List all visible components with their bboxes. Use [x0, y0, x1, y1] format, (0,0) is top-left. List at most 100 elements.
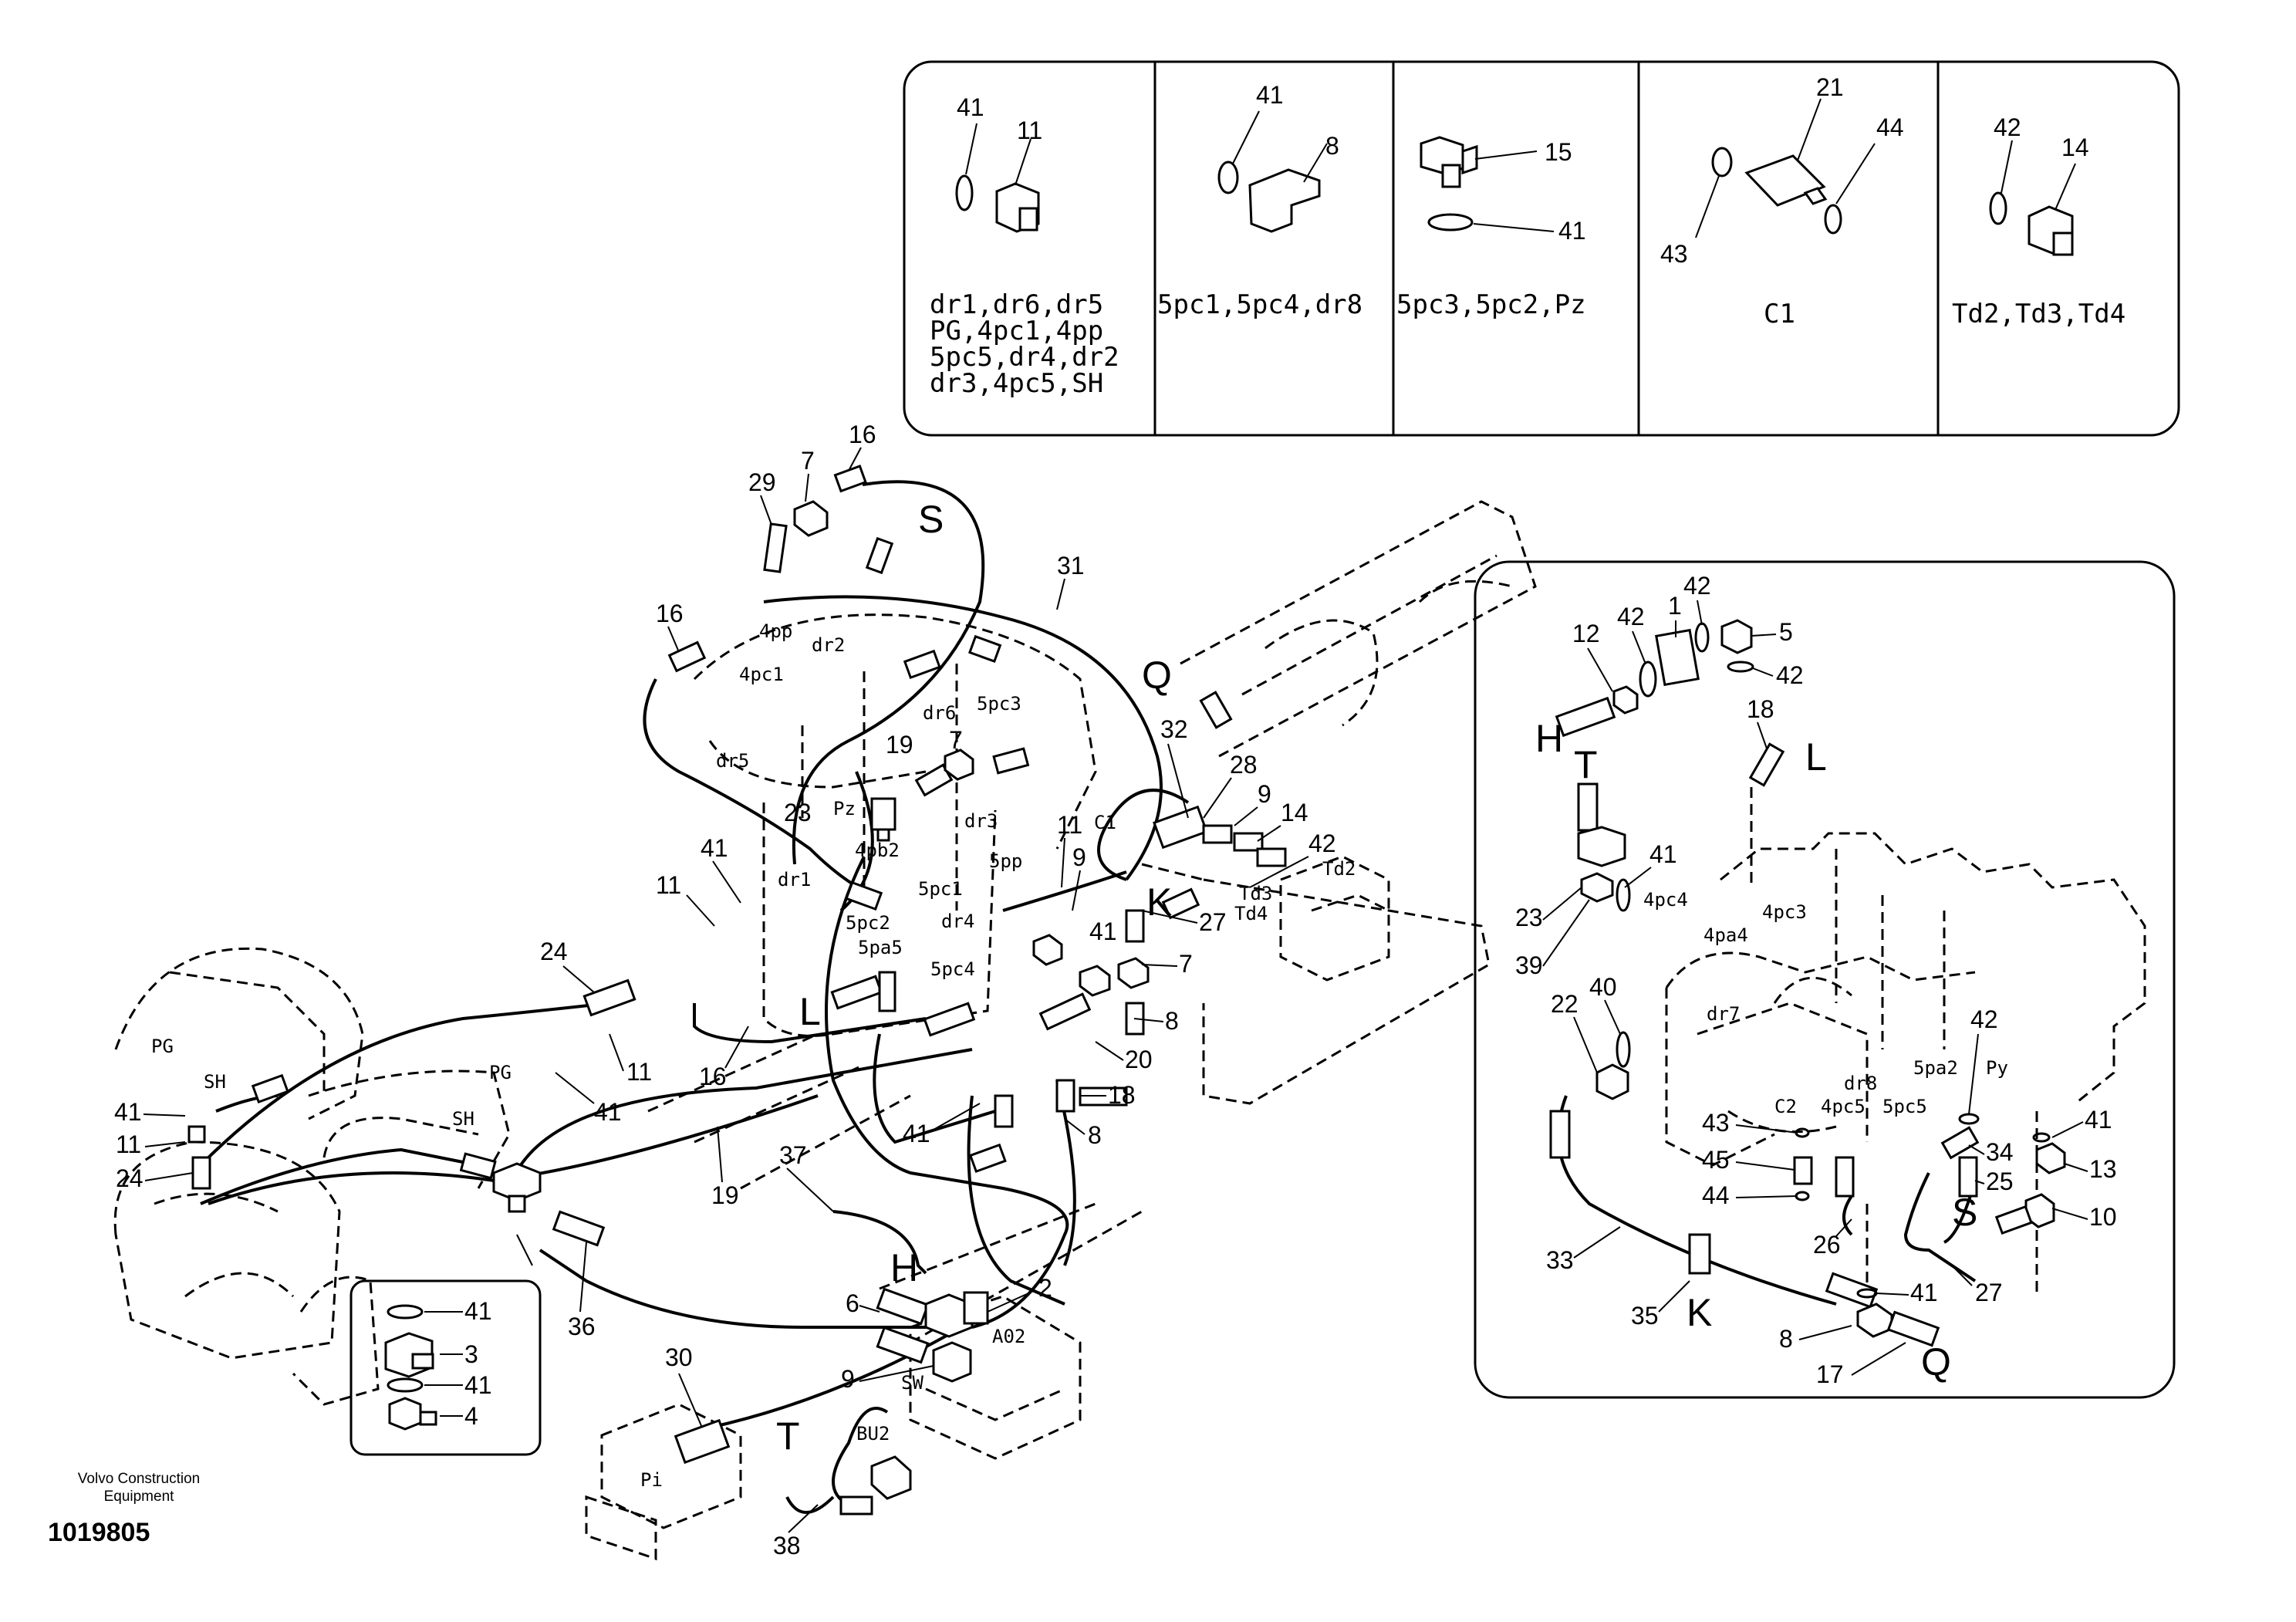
inset-connection-letters: H T L S K Q	[1535, 717, 1977, 1384]
background-components	[113, 500, 1537, 1561]
inset-port-labels: 4pc4 4pa4 4pc3 dr7 dr8 4pc5 5pc5 5pa2 Py…	[1643, 889, 2008, 1117]
hose-end-fitting	[1125, 909, 1145, 943]
callout-24-far-left: 24	[116, 1164, 144, 1192]
credit-line-1: Volvo Construction	[77, 1471, 201, 1487]
detail-box-parts-3-4	[349, 1234, 542, 1456]
port-label: Td2	[1322, 858, 1356, 880]
inset-port-label: dr7	[1707, 1003, 1740, 1025]
callout-29: 29	[748, 468, 776, 496]
legend-4-ports-line-1: C1	[1764, 299, 1795, 329]
hose-end-fitting	[865, 536, 894, 575]
port-label: dr4	[941, 911, 974, 932]
legend-3-part-a: 15	[1545, 138, 1572, 166]
hose-end-fitting	[878, 971, 896, 1012]
inset-port-label: 5pc5	[1882, 1096, 1927, 1117]
port-label: Td4	[1234, 903, 1268, 924]
port-label: Td3	[1239, 883, 1272, 904]
port-label: 4pp	[759, 620, 792, 642]
hose-end-fitting	[992, 747, 1030, 775]
callout-16-top: 16	[849, 421, 876, 448]
inset-callout-39: 39	[1515, 951, 1543, 979]
legend-5-part-a: 42	[1994, 113, 2021, 141]
inset-callout-42a: 42	[1617, 603, 1645, 630]
inset-port-label: 5pa2	[1913, 1057, 1958, 1079]
inset-callout-41: 41	[1649, 840, 1677, 868]
hose-end-fitting	[923, 1002, 976, 1037]
legend-2-part-a: 41	[1256, 81, 1284, 109]
port-label: C1	[1094, 812, 1116, 833]
hose-lines	[199, 480, 1190, 1514]
inset-callouts: 12 42 1 42 5 42 18 23 41 39 22 40 42	[1515, 572, 2117, 1388]
inset-callout-44: 44	[1702, 1181, 1730, 1209]
inset-callout-10: 10	[2089, 1203, 2117, 1231]
inset-connection-letter-t: T	[1574, 743, 1598, 786]
inset-port-label: dr8	[1844, 1073, 1877, 1094]
callout-27: 27	[1199, 908, 1227, 936]
callout-31: 31	[1057, 552, 1085, 580]
inset-callout-8: 8	[1779, 1325, 1793, 1353]
callout-41-far-left: 41	[114, 1098, 142, 1126]
callout-19-lower: 19	[711, 1181, 739, 1209]
callout-9-right: 9	[1258, 780, 1271, 808]
inset-connection-letter-l: L	[1805, 735, 1827, 779]
port-label: 5pc3	[977, 693, 1021, 715]
adapter-fitting	[187, 1125, 206, 1144]
inset-callout-41b: 41	[2085, 1106, 2112, 1134]
callout-38: 38	[773, 1532, 801, 1559]
callout-41-box-b: 41	[464, 1371, 492, 1399]
hose-end-fitting	[876, 1287, 930, 1326]
connection-letter-s: S	[918, 498, 944, 541]
port-label: dr5	[716, 750, 749, 772]
port-label: 5pc1	[918, 878, 963, 900]
callout-42: 42	[1308, 830, 1336, 857]
connection-letter-l: L	[799, 990, 821, 1033]
legend-5-ports-line-1: Td2,Td3,Td4	[1952, 299, 2125, 329]
callout-41-left: 41	[594, 1098, 622, 1126]
inset-port-label: 4pa4	[1703, 924, 1748, 946]
inset-connection-letter-h: H	[1535, 717, 1563, 760]
inset-callout-27: 27	[1975, 1279, 2003, 1306]
port-label: SH	[452, 1108, 474, 1130]
callout-8-right: 8	[1165, 1007, 1179, 1035]
hose-end-fitting	[1161, 887, 1200, 920]
port-label: Pz	[833, 798, 856, 819]
elbow-fitting	[1117, 957, 1150, 989]
port-label: 5pp	[989, 850, 1022, 872]
inset-callout-43: 43	[1702, 1109, 1730, 1137]
callout-23: 23	[784, 799, 812, 826]
elbow-fitting	[924, 1293, 974, 1338]
legend-5-part-b: 14	[2061, 133, 2089, 161]
callout-11-far-left: 11	[116, 1130, 141, 1158]
legend-3-part-b: 41	[1558, 217, 1586, 245]
inset-port-label: 4pc3	[1762, 901, 1807, 923]
inset-callout-45: 45	[1702, 1146, 1730, 1174]
callout-28: 28	[1230, 751, 1258, 779]
hose-end-fitting	[967, 634, 1002, 664]
legend-cell-2: 41 8 5pc1,5pc4,dr8	[1157, 81, 1362, 320]
inset-connection-letter-s: S	[1952, 1191, 1977, 1234]
elbow-fitting	[870, 1455, 912, 1500]
port-label: 4pc1	[739, 664, 784, 685]
inset-port-label: 4pc5	[1821, 1096, 1866, 1117]
port-label: dr2	[812, 634, 845, 656]
callout-20: 20	[1125, 1046, 1153, 1073]
port-label: 5pa5	[858, 937, 903, 958]
legend-1-ports-line-4: dr3,4pc5,SH	[930, 368, 1103, 399]
legend-2-part-b: 8	[1325, 132, 1339, 160]
elbow-fitting	[944, 748, 974, 781]
hose-end-fitting	[674, 1418, 731, 1465]
inset-callout-34: 34	[1986, 1138, 2014, 1166]
hose-end-fitting	[582, 978, 636, 1017]
legend-1-ports-line-1: dr1,dr6,dr5	[930, 289, 1103, 320]
manufacturer-credit: Volvo Construction Equipment	[46, 1470, 231, 1505]
legend-cell-3: 15 41 5pc3,5pc2,Pz	[1396, 136, 1586, 320]
port-label: dr3	[964, 810, 998, 832]
legend-cell-5: 42 14 Td2,Td3,Td4	[1952, 113, 2125, 329]
port-label: dr1	[778, 869, 811, 890]
elbow-fitting	[932, 1341, 972, 1383]
inset-callout-13: 13	[2089, 1155, 2117, 1183]
port-label: Pi	[640, 1469, 663, 1491]
tee-fitting	[492, 1162, 542, 1213]
callout-41-center: 41	[1089, 917, 1117, 945]
